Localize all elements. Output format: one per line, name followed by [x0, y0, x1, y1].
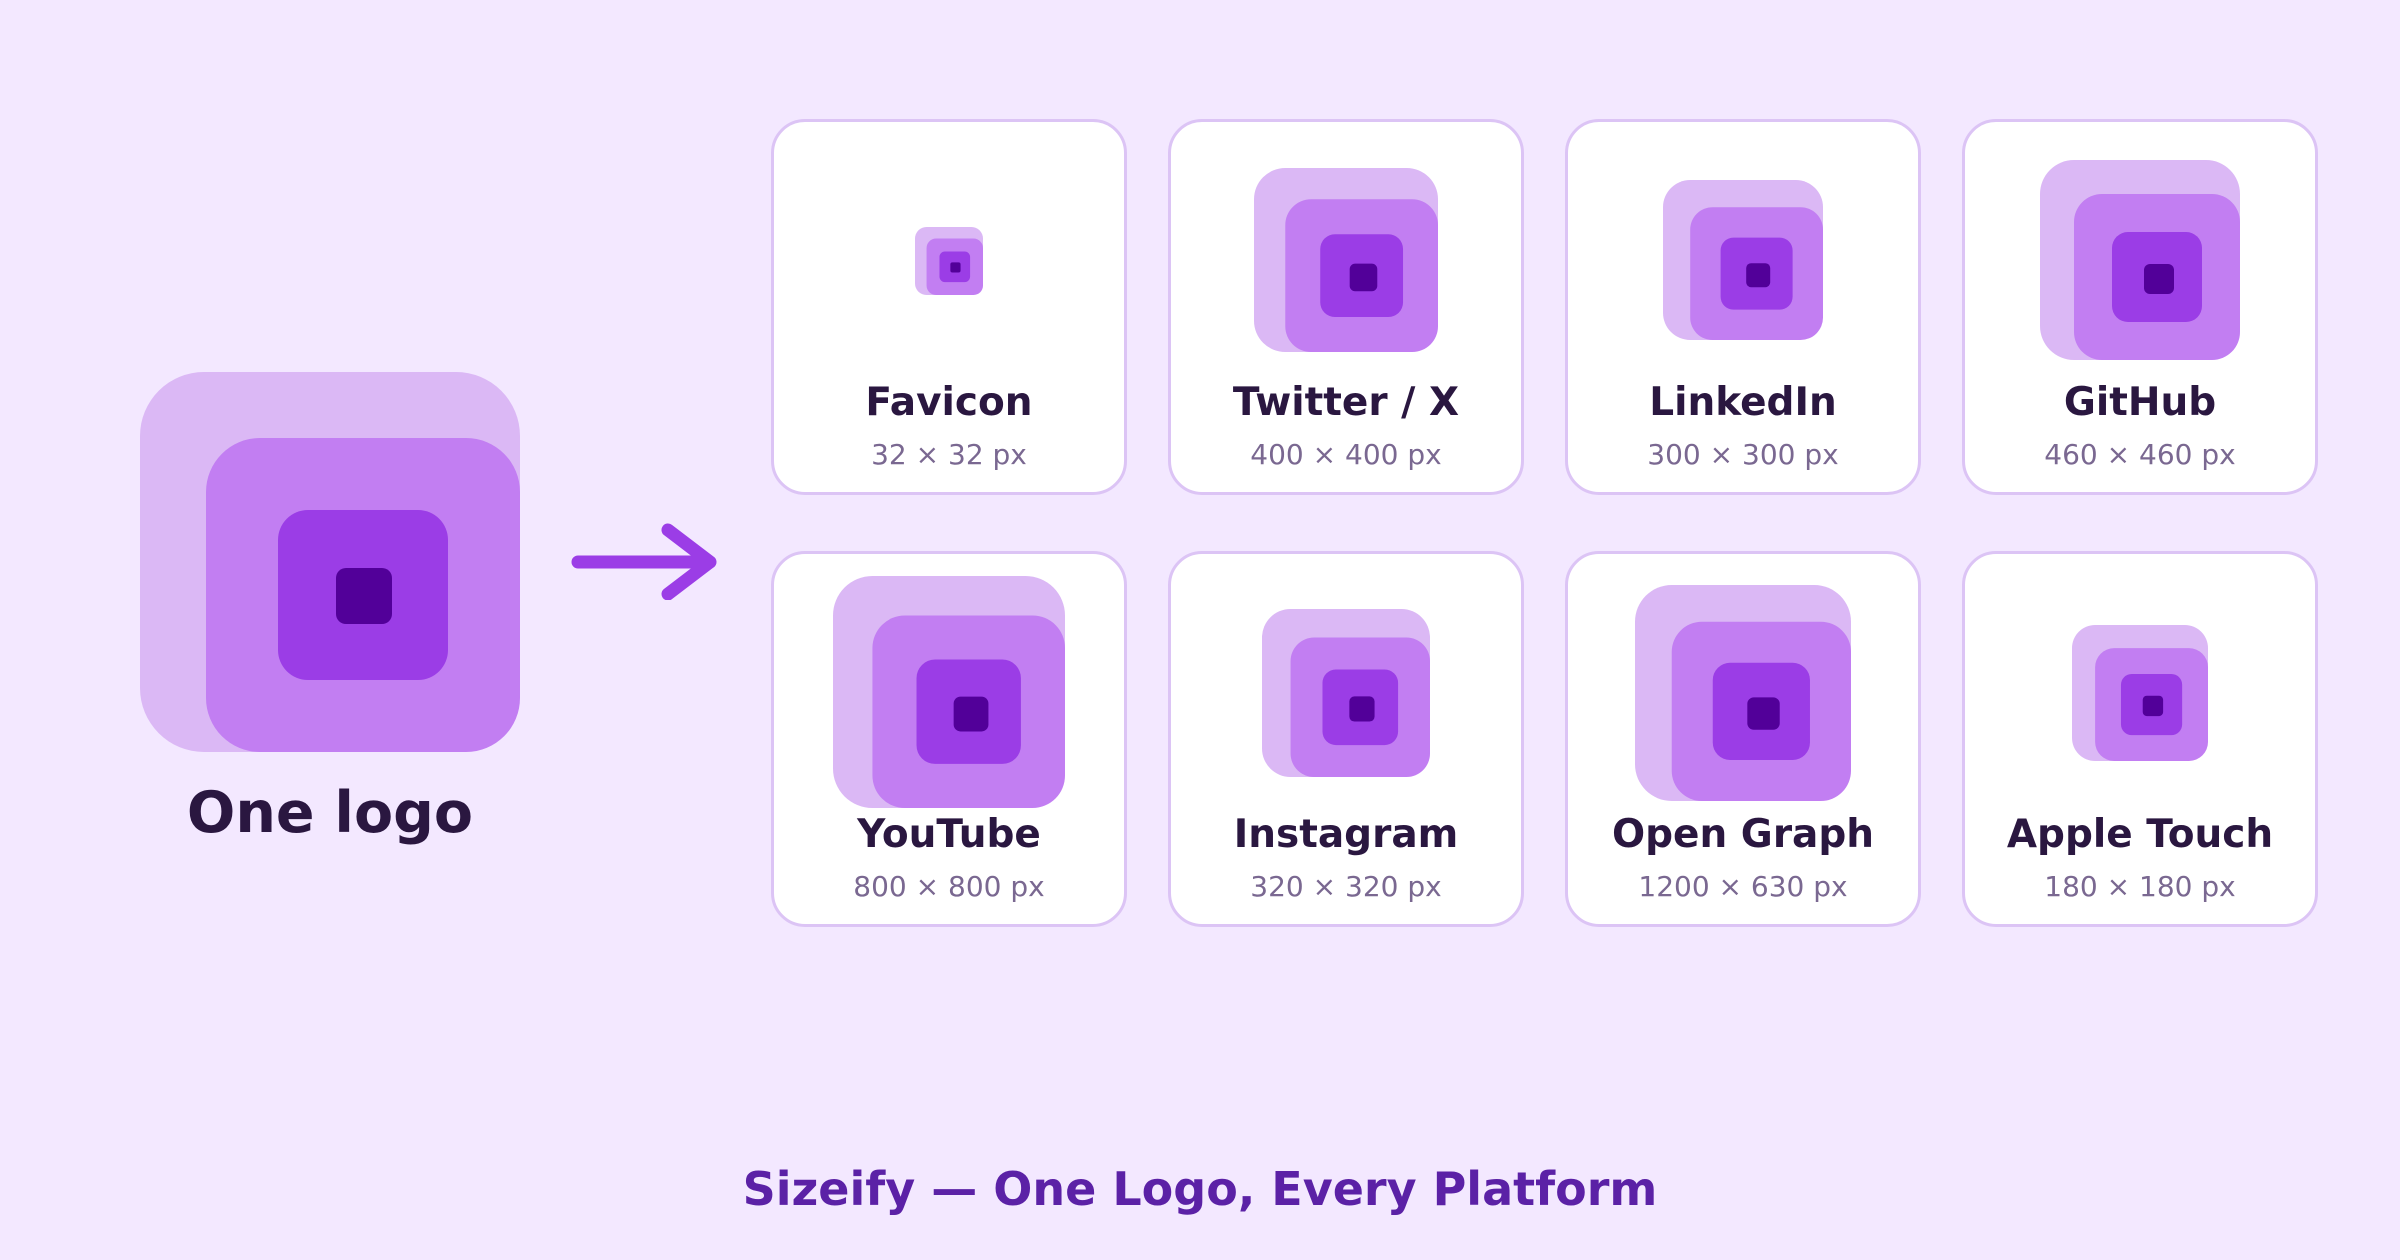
- platform-card-github: GitHub 460 × 460 px: [1962, 119, 2318, 495]
- platform-name: LinkedIn: [1649, 380, 1837, 425]
- linkedin-logo-preview: [1663, 180, 1823, 340]
- platform-card-linkedin: LinkedIn 300 × 300 px: [1565, 119, 1921, 495]
- platform-card-favicon: Favicon 32 × 32 px: [771, 119, 1127, 495]
- platform-size: 400 × 400 px: [1250, 438, 1442, 471]
- platform-name: Favicon: [865, 380, 1033, 425]
- platform-name: GitHub: [2063, 380, 2217, 425]
- platform-name: YouTube: [857, 812, 1041, 857]
- platform-name: Instagram: [1233, 812, 1459, 857]
- platform-name: Apple Touch: [2006, 812, 2274, 857]
- apple-touch-logo-preview: [2072, 625, 2208, 761]
- layered-square-logo: [140, 372, 520, 752]
- platform-card-apple-touch: Apple Touch 180 × 180 px: [1962, 551, 2318, 927]
- platform-size: 32 × 32 px: [871, 438, 1027, 471]
- platform-size: 460 × 460 px: [2044, 438, 2236, 471]
- platform-size: 180 × 180 px: [2044, 870, 2236, 903]
- instagram-logo-preview: [1262, 609, 1430, 777]
- platform-card-twitter-x: Twitter / X 400 × 400 px: [1168, 119, 1524, 495]
- platform-name: Twitter / X: [1232, 380, 1460, 425]
- twitter-x-logo-preview: [1254, 168, 1438, 352]
- github-logo-preview: [2040, 160, 2240, 360]
- open-graph-logo-preview: [1635, 585, 1851, 801]
- footer-tagline: Sizeify — One Logo, Every Platform: [742, 1162, 1658, 1216]
- platform-card-instagram: Instagram 320 × 320 px: [1168, 551, 1524, 927]
- platform-card-open-graph: Open Graph 1200 × 630 px: [1565, 551, 1921, 927]
- right-arrow-icon: [571, 523, 717, 600]
- youtube-logo-preview: [833, 576, 1065, 808]
- hero-label: One logo: [186, 780, 474, 846]
- platform-size: 320 × 320 px: [1250, 870, 1442, 903]
- platform-card-youtube: YouTube 800 × 800 px: [771, 551, 1127, 927]
- favicon-logo-preview: [915, 227, 983, 295]
- platform-size: 800 × 800 px: [853, 870, 1045, 903]
- platform-size: 300 × 300 px: [1647, 438, 1839, 471]
- platform-size: 1200 × 630 px: [1638, 870, 1848, 903]
- platform-name: Open Graph: [1611, 812, 1875, 857]
